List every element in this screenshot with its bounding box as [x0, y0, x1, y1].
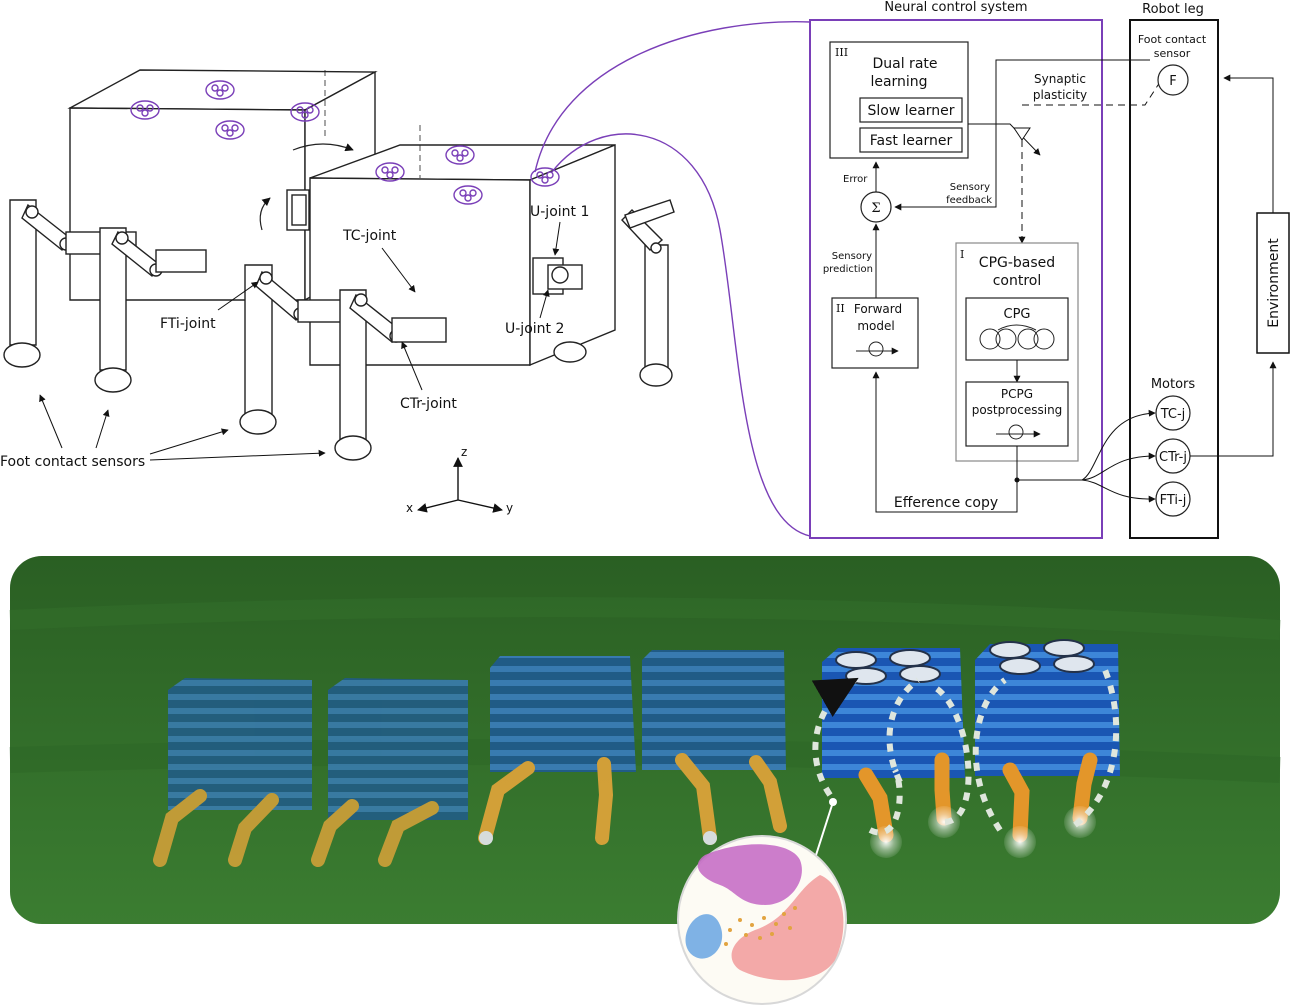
slow-learner-box: [859, 97, 963, 123]
sensory-prediction-line1: Sensory: [832, 251, 872, 262]
sensor-markers: [130, 80, 560, 205]
pcpg-box: [965, 381, 1069, 447]
leg-front-left: [239, 264, 353, 435]
environment-label: Environment: [1266, 238, 1282, 328]
motor-ctr: CTr-j: [1155, 438, 1191, 474]
neural-control-title: Neural control system: [884, 0, 1027, 15]
sensory-feedback-line1: Sensory: [950, 182, 990, 193]
sensory-feedback-line2: feedback: [946, 195, 992, 206]
sensor-node-f: [1157, 64, 1189, 96]
synaptic-line2: plasticity: [1033, 88, 1087, 102]
svg-text:III: III: [835, 46, 848, 59]
leg-rear-middle: [94, 227, 207, 393]
foot-contact-sensor-line1: Foot contact: [1138, 33, 1207, 46]
robot-snapshot-1: [153, 678, 468, 867]
motors-title: Motors: [1151, 377, 1196, 392]
svg-text:CPG-based: CPG-based: [979, 255, 1055, 271]
label-ctr-joint: CTr-joint: [400, 396, 457, 412]
motor-tc: TC-j: [1155, 395, 1191, 431]
slow-learner-label: Slow learner: [867, 103, 954, 119]
sensor-symbol: F: [1169, 74, 1176, 89]
label-u-joint-1: U-joint 1: [530, 204, 589, 220]
robot-leg-frame: [1129, 19, 1219, 539]
axis-y-label: y: [506, 501, 513, 515]
svg-text:Forward: Forward: [854, 302, 902, 316]
svg-text:control: control: [993, 273, 1042, 289]
svg-text:TC-j: TC-j: [1160, 407, 1186, 422]
label-tc-joint: TC-joint: [342, 228, 397, 244]
robot-drawing: [3, 69, 675, 461]
neural-control-frame: [809, 19, 1103, 539]
robot-snapshot-2: [478, 650, 787, 845]
foot-contact-sensor-line2: sensor: [1154, 47, 1191, 60]
svg-text:model: model: [857, 319, 894, 333]
svg-text:learning: learning: [870, 74, 927, 90]
svg-text:PCPG: PCPG: [1001, 387, 1033, 401]
forward-model-block: II Forward model: [831, 297, 919, 369]
foot-sensor-arrows: [39, 394, 326, 461]
sum-symbol: Σ: [871, 201, 880, 216]
coordinate-axes: [417, 457, 503, 513]
u-joint-drawing: [532, 257, 583, 295]
fast-learner-box: [859, 127, 963, 153]
svg-text:Dual rate: Dual rate: [872, 56, 937, 72]
svg-text:CTr-j: CTr-j: [1159, 450, 1187, 465]
cpg-box: [965, 297, 1069, 361]
leg-right-side: [621, 199, 675, 387]
synaptic-line1: Synaptic: [1034, 72, 1086, 86]
error-label: Error: [843, 174, 868, 185]
label-u-joint-2: U-joint 2: [505, 321, 564, 337]
link-curve-upper: [534, 21, 811, 173]
simulation-render: [9, 556, 1281, 1005]
axis-z-label: z: [461, 445, 467, 459]
sensory-prediction-line2: prediction: [823, 264, 873, 275]
svg-text:I: I: [960, 248, 964, 261]
motor-fti: FTi-j: [1155, 481, 1191, 517]
svg-text:postprocessing: postprocessing: [972, 403, 1063, 417]
synapse-zoom: [677, 835, 847, 1005]
svg-text:FTi-j: FTi-j: [1160, 493, 1187, 508]
cpg-label: CPG: [1004, 307, 1031, 322]
label-fti-joint: FTi-joint: [160, 316, 216, 332]
label-foot-contact-sensors: Foot contact sensors: [0, 454, 145, 470]
robot-leg-title: Robot leg: [1142, 2, 1204, 17]
fast-learner-label: Fast learner: [870, 133, 953, 149]
dual-rate-learning-block: III Dual rate learning Slow learner Fast…: [829, 41, 969, 159]
cpg-control-block: I CPG-based control CPG PCPG postprocess…: [955, 242, 1079, 462]
efference-copy-label: Efference copy: [894, 495, 998, 511]
svg-text:II: II: [836, 302, 845, 315]
axis-x-label: x: [406, 501, 413, 515]
cpg-oscillator-icon: [979, 324, 1055, 350]
robot-snapshot-3: [811, 639, 1120, 858]
environment-box: [1256, 212, 1290, 354]
link-curve-lower: [551, 133, 811, 537]
leg-front-middle: [334, 289, 447, 461]
